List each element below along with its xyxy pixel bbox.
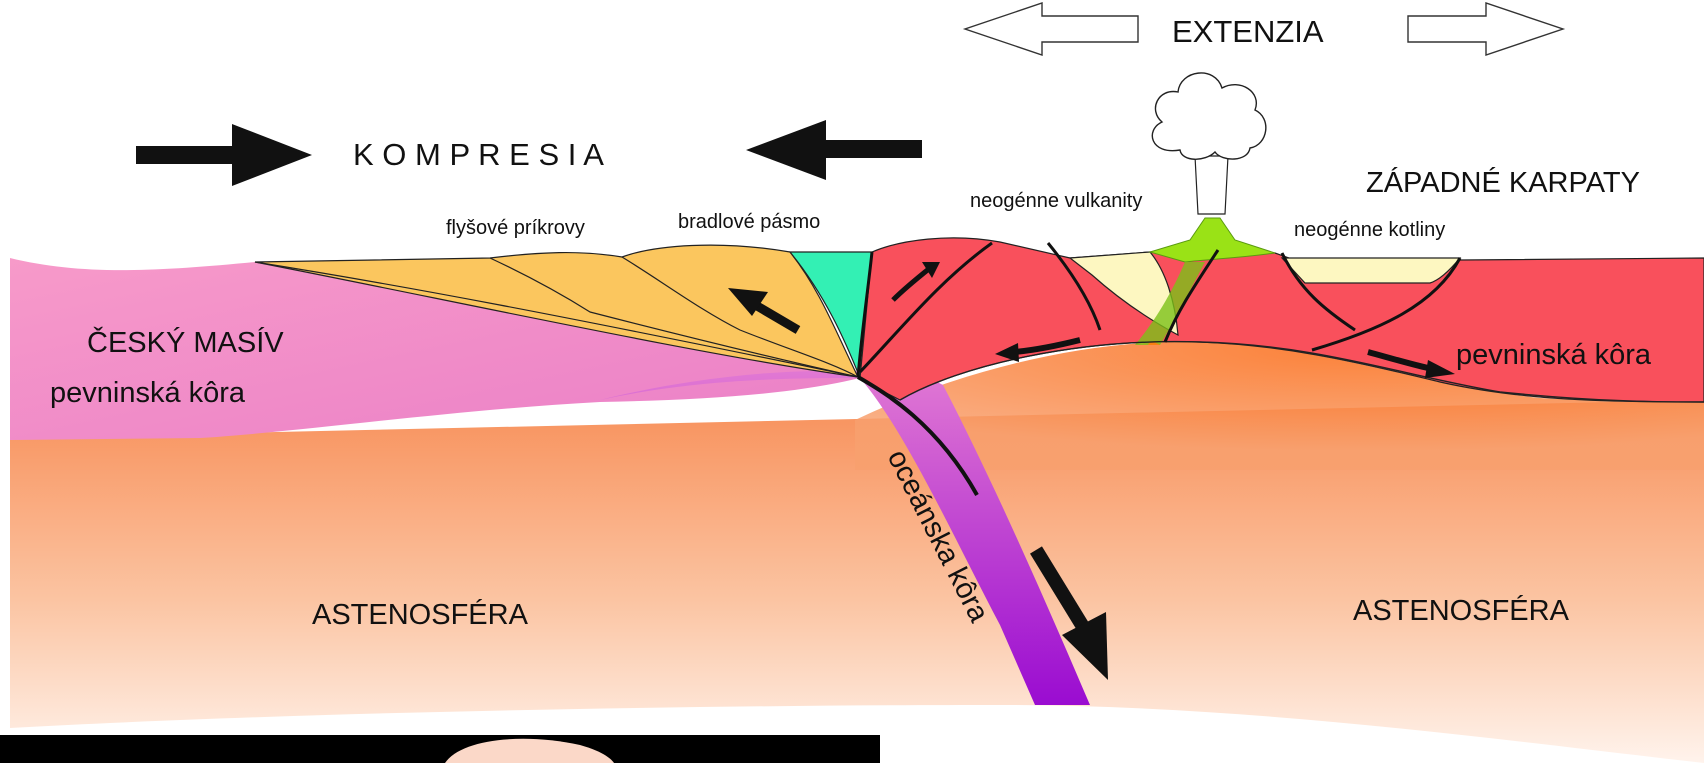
basin-fill-right [1282, 258, 1460, 283]
compression-arrow-right-icon [746, 120, 922, 180]
extension-arrow-left-icon [965, 3, 1138, 55]
flysch-nappes-label: flyšové príkrovy [446, 217, 585, 239]
neogene-basins-label: neogénne kotliny [1294, 219, 1445, 241]
bohemian-massif-label: ČESKÝ MASÍV [87, 325, 284, 359]
continental-crust-left-label: pevninská kôra [50, 377, 246, 409]
klippen-belt-label: bradlové pásmo [678, 211, 820, 233]
neogene-volcanics-label: neogénne vulkanity [970, 190, 1142, 212]
compression-label: K O M P R E S I A [353, 137, 604, 172]
extension-arrow-right-icon [1408, 3, 1563, 55]
extension-label: EXTENZIA [1172, 14, 1324, 49]
volcano-cloud-icon [1152, 73, 1266, 214]
volcanic-cone [1150, 218, 1275, 262]
continental-crust-right-label: pevninská kôra [1456, 339, 1652, 371]
bottom-black-bar [0, 735, 880, 763]
asthenosphere-left-label: ASTENOSFÉRA [312, 598, 529, 631]
western-carpathians-label: ZÁPADNÉ KARPATY [1366, 166, 1640, 199]
asthenosphere-right-label: ASTENOSFÉRA [1353, 594, 1570, 627]
compression-arrow-left-icon [136, 124, 312, 186]
